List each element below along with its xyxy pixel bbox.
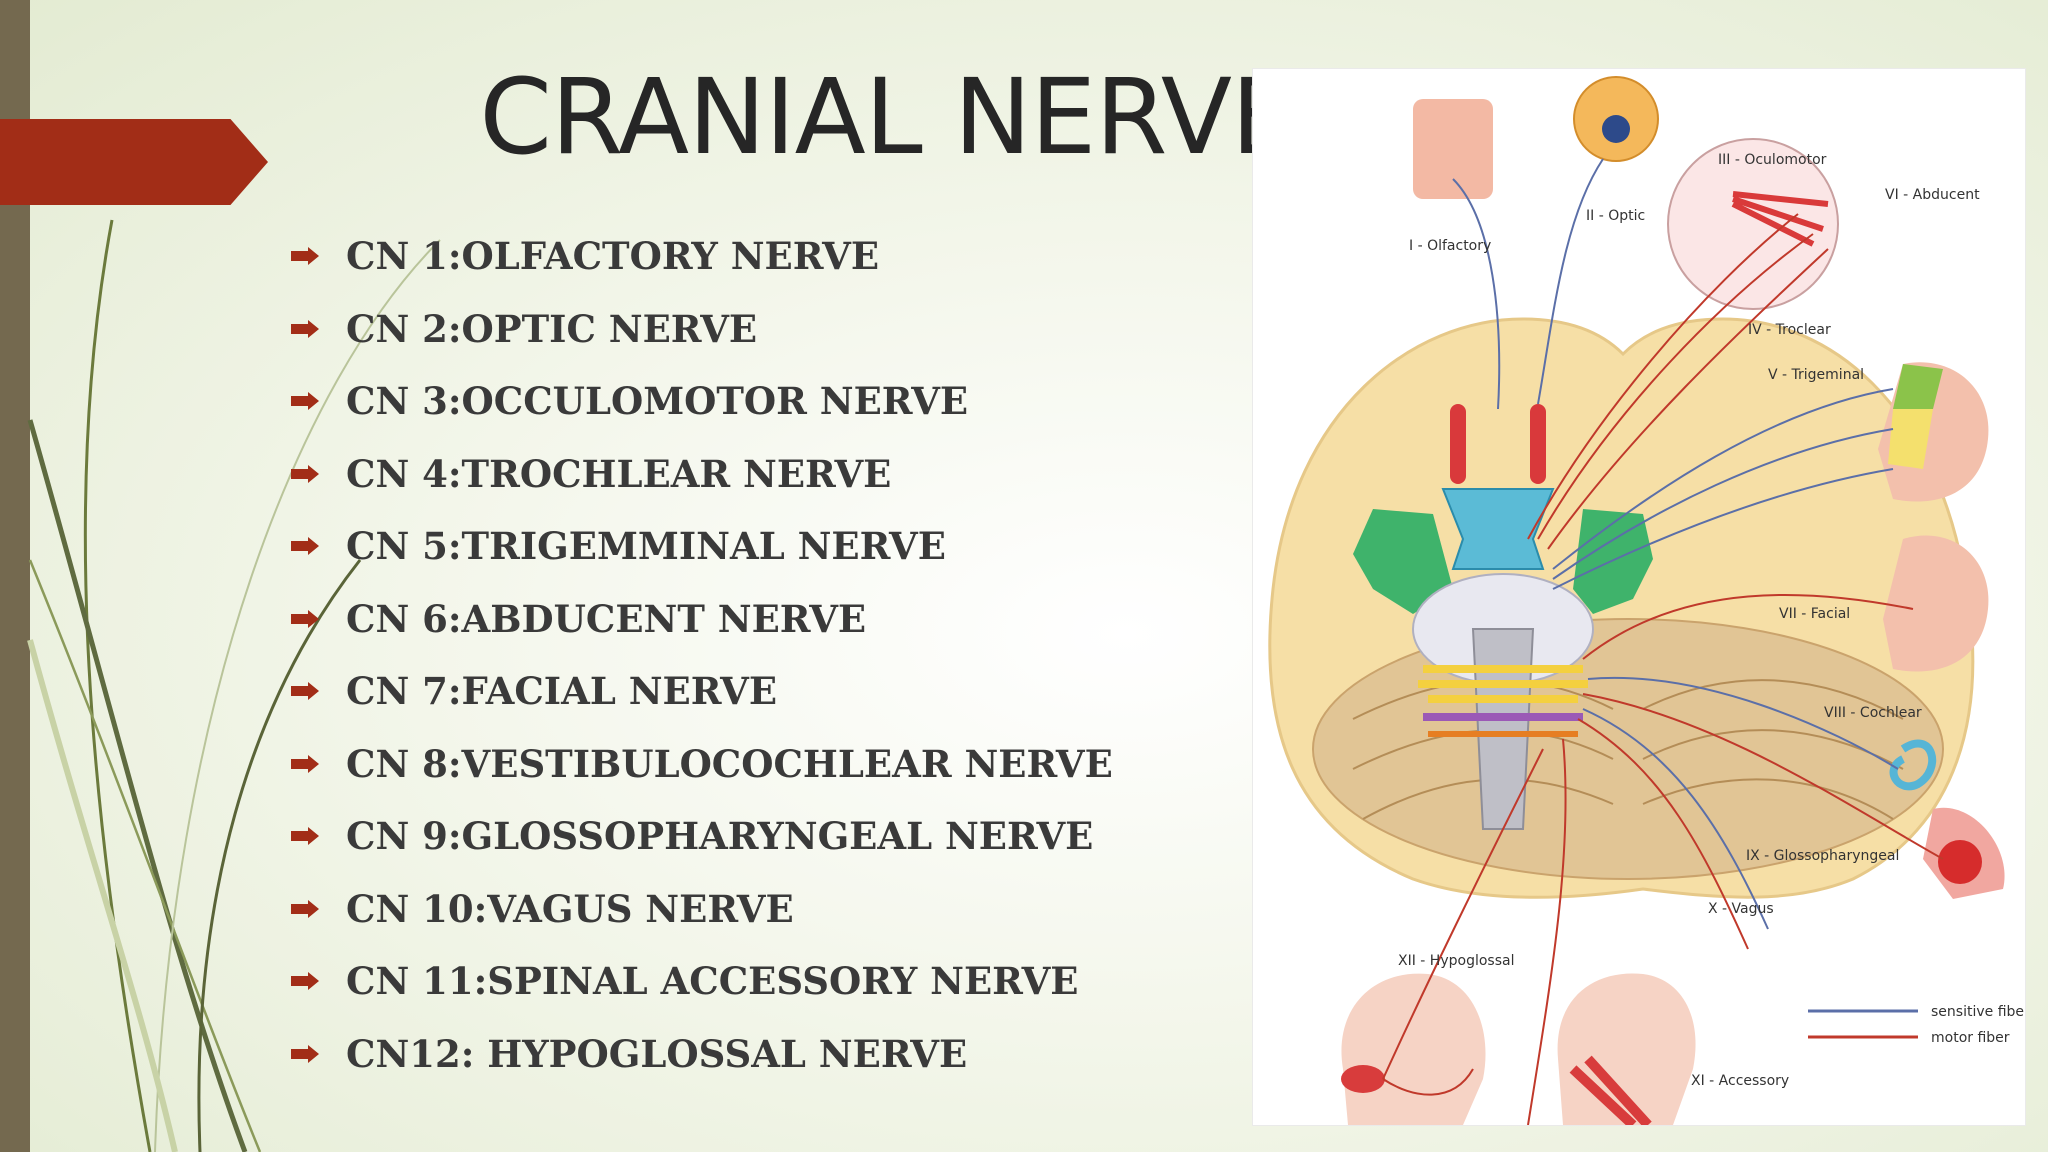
label-facial: VII - Facial: [1779, 606, 1850, 622]
arrow-bullet-icon: [291, 754, 319, 773]
label-oculomotor: III - Oculomotor: [1718, 152, 1827, 168]
nerve-label: CN 8:VESTIBULOCOCHLEAR NERVE: [346, 741, 1113, 786]
arrow-bullet-icon: [291, 972, 319, 990]
legend-motor-label: motor fiber: [1931, 1030, 2010, 1046]
list-item: CN 8:VESTIBULOCOCHLEAR NERVE: [288, 740, 1113, 813]
list-item: CN 6:ABDUCENT NERVE: [288, 595, 1113, 668]
nerve-label: CN12: HYPOGLOSSAL NERVE: [346, 1031, 968, 1076]
nerve-label: CN 5:TRIGEMMINAL NERVE: [346, 524, 946, 568]
list-item: CN 11:SPINAL ACCESSORY NERVE: [288, 957, 1113, 1030]
legend-sensitive-label: sensitive fibe: [1931, 1004, 2024, 1020]
arrow-bullet-icon: [291, 392, 319, 410]
temporal-lobe-right: [1573, 509, 1653, 614]
arrow-bullet-icon: [291, 247, 319, 265]
label-abducent: VI - Abducent: [1885, 187, 1980, 203]
list-item: CN 2:OPTIC NERVE: [288, 305, 1113, 378]
list-item: CN12: HYPOGLOSSAL NERVE: [288, 1030, 1113, 1103]
temporal-lobe-left: [1353, 509, 1453, 614]
arrow-bullet-icon: [291, 1044, 319, 1063]
nerve-label: CN 1:OLFACTORY NERVE: [346, 234, 880, 278]
nose-icon: [1413, 99, 1493, 199]
label-hypoglossal: XII - Hypoglossal: [1398, 953, 1514, 969]
olfactory-bulb-left: [1450, 404, 1466, 484]
label-trigeminal: V - Trigeminal: [1768, 367, 1864, 383]
label-optic: II - Optic: [1586, 208, 1645, 224]
face-facial-icon: [1883, 535, 1989, 672]
label-trochlear: IV - Troclear: [1748, 322, 1831, 338]
arrow-bullet-icon: [291, 682, 319, 700]
arrow-bullet-icon: [291, 827, 319, 845]
list-item: CN 10:VAGUS NERVE: [288, 885, 1113, 958]
eye-muscles-icon: [1667, 138, 1839, 310]
label-cochlear: VIII - Cochlear: [1824, 705, 1922, 721]
nerve-label: CN 2:OPTIC NERVE: [346, 306, 758, 351]
list-item: CN 9:GLOSSOPHARYNGEAL NERVE: [288, 812, 1113, 885]
olfactory-bulb-right: [1530, 404, 1546, 484]
arrow-bullet-icon: [291, 609, 319, 628]
arrow-bullet-icon: [291, 899, 319, 918]
nerve-label: CN 9:GLOSSOPHARYNGEAL NERVE: [346, 814, 1094, 858]
cranial-nerves-diagram: I - Olfactory II - Optic III - Oculomoto…: [1252, 68, 2026, 1126]
title-arrow-banner: [0, 119, 268, 205]
label-vagus: X - Vagus: [1708, 901, 1774, 917]
ear-cochlea-icon: [1889, 739, 1937, 791]
optic-chiasm: [1441, 488, 1555, 570]
nerve-list: CN 1:OLFACTORY NERVE CN 2:OPTIC NERVE CN…: [288, 232, 1113, 1102]
list-item: CN 4:TROCHLEAR NERVE: [288, 450, 1113, 523]
nerve-label: CN 11:SPINAL ACCESSORY NERVE: [346, 959, 1079, 1003]
slide-title: CRANIAL NERVES: [479, 56, 1361, 178]
arrow-bullet-icon: [291, 464, 319, 483]
nerve-label: CN 4:TROCHLEAR NERVE: [346, 451, 892, 496]
label-accessory: XI - Accessory: [1691, 1073, 1789, 1089]
label-glossopharyngeal: IX - Glossopharyngeal: [1746, 848, 1899, 864]
head-hypoglossal-icon: [1341, 973, 1486, 1125]
nerve-label: CN 6:ABDUCENT NERVE: [346, 596, 867, 641]
arrow-bullet-icon: [291, 319, 319, 338]
arrow-bullet-icon: [291, 537, 319, 555]
label-olfactory: I - Olfactory: [1409, 238, 1491, 254]
cerebellum: [1312, 618, 1944, 880]
diagram-figure: I - Olfactory II - Optic III - Oculomoto…: [1268, 76, 2024, 1125]
nerve-label: CN 7:FACIAL NERVE: [346, 669, 778, 713]
brainstem: [1471, 628, 1535, 830]
list-item: CN 3:OCCULOMOTOR NERVE: [288, 377, 1113, 450]
list-item: CN 1:OLFACTORY NERVE: [288, 232, 1113, 305]
list-item: CN 7:FACIAL NERVE: [288, 667, 1113, 740]
nerve-label: CN 3:OCCULOMOTOR NERVE: [346, 379, 969, 423]
list-item: CN 5:TRIGEMMINAL NERVE: [288, 522, 1113, 595]
nerve-label: CN 10:VAGUS NERVE: [346, 886, 794, 931]
